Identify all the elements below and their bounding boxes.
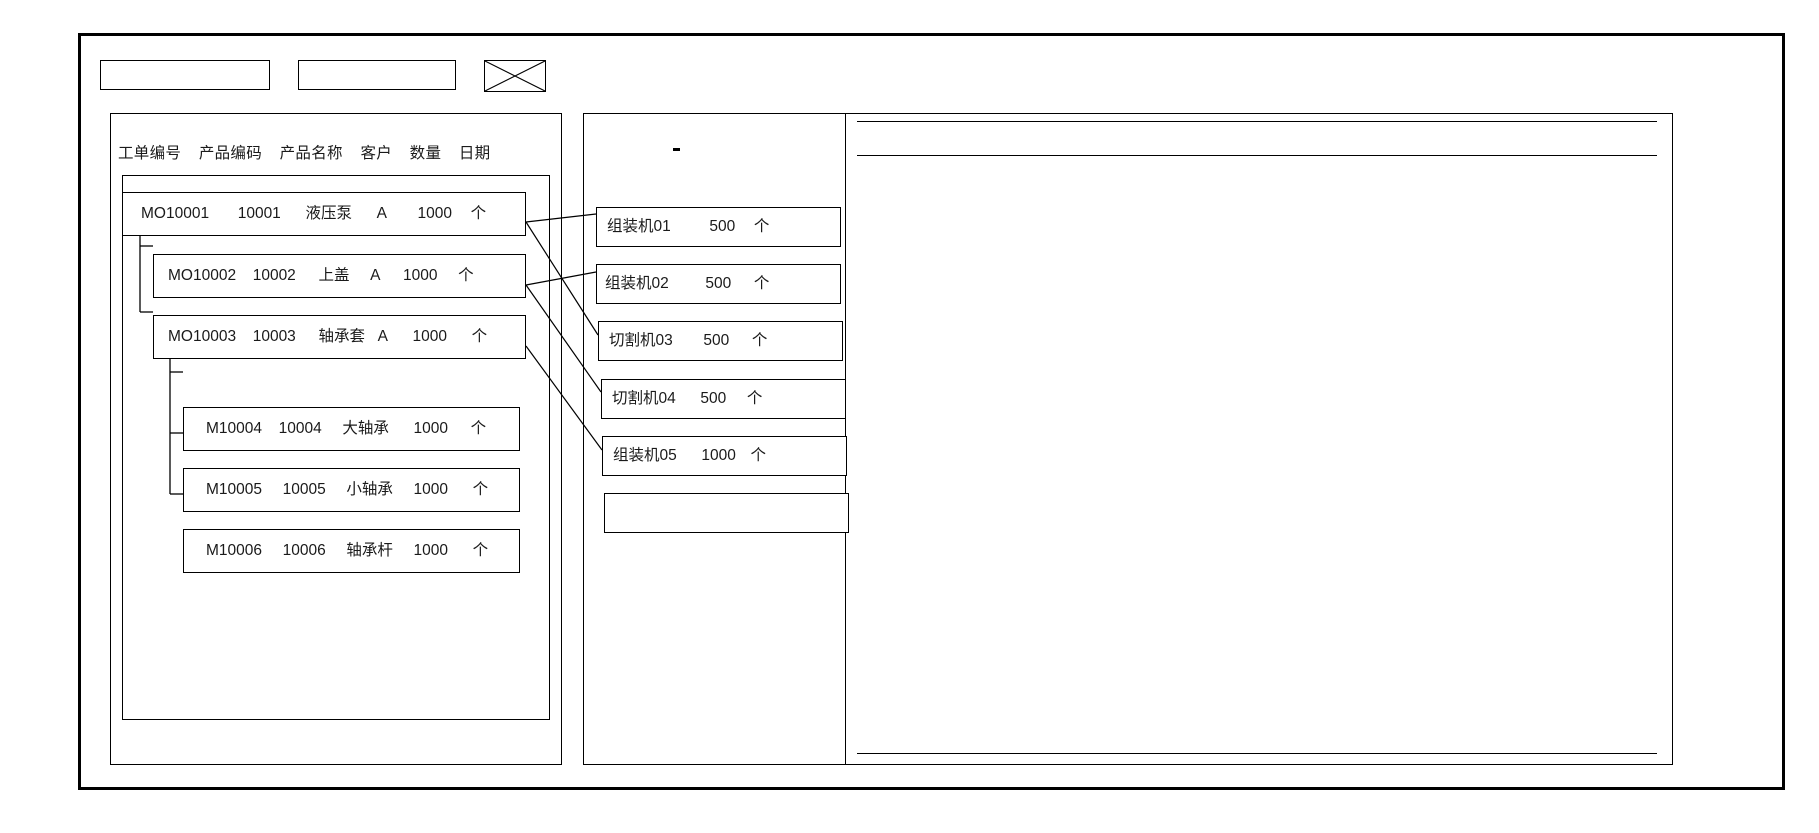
machine-unit: 个	[750, 447, 766, 464]
tree-item-row[interactable]: M10004 10004 大轴承 1000 个	[183, 407, 520, 451]
cell-order-no: MO10003	[168, 328, 237, 345]
cell-product-code: 10004	[278, 420, 322, 437]
cell-customer: A	[377, 328, 388, 345]
cell-product-code: 10001	[237, 205, 281, 222]
cell-order-no: MO10001	[141, 205, 210, 222]
machine-name: 切割机04	[612, 390, 676, 407]
work-order-column-headers: 工单编号 产品编码 产品名称 客户 数量 日期	[118, 141, 548, 163]
cell-unit: 个	[470, 205, 487, 222]
cell-customer: A	[370, 267, 381, 284]
machine-name: 切割机03	[609, 332, 673, 349]
tree-item-row[interactable]: M10005 10005 小轴承 1000 个	[183, 468, 520, 512]
cell-unit: 个	[472, 481, 489, 498]
cell-unit: 个	[470, 420, 487, 437]
machine-unit: 个	[753, 275, 770, 292]
machine-name: 组装机05	[613, 447, 677, 464]
machine-box-empty[interactable]	[604, 493, 849, 533]
cell-product-name: 轴承杆	[346, 542, 393, 559]
cell-order-no: MO10002	[168, 267, 237, 284]
cell-order-no: M10006	[206, 542, 263, 559]
column-header-order-no: 工单编号	[118, 145, 182, 162]
right-panel-bottom-rule	[857, 753, 1657, 754]
cell-unit: 个	[458, 267, 474, 284]
machine-unit: 个	[746, 390, 763, 407]
machine-box[interactable]: 组装机02 500 个	[596, 264, 841, 304]
machine-name: 组装机01	[607, 218, 671, 235]
cell-unit: 个	[472, 542, 489, 559]
machine-qty: 1000	[701, 447, 736, 464]
tree-item-row[interactable]: MO10001 10001 液压泵 A 1000 个	[122, 192, 526, 236]
machine-qty: 500	[705, 275, 732, 292]
cell-qty: 1000	[413, 420, 448, 437]
tree-item-row[interactable]: M10006 10006 轴承杆 1000 个	[183, 529, 520, 573]
machine-box[interactable]: 切割机03 500 个	[598, 321, 843, 361]
machine-box[interactable]: 组装机01 500 个	[596, 207, 841, 247]
cell-product-code: 10002	[252, 267, 296, 284]
column-header-customer: 客户	[360, 145, 393, 162]
machine-name: 组装机02	[605, 275, 669, 292]
column-header-product-code: 产品编码	[198, 145, 263, 162]
column-header-qty: 数量	[409, 145, 442, 162]
machine-qty: 500	[700, 390, 727, 407]
cell-product-name: 上盖	[318, 267, 350, 284]
toolbar-field-1[interactable]	[100, 60, 270, 90]
cell-product-name: 大轴承	[342, 420, 389, 437]
cell-unit: 个	[471, 328, 488, 345]
cell-order-no: M10005	[206, 481, 263, 498]
right-panel-header-rule	[857, 155, 1657, 156]
right-panel-top-rule	[857, 121, 1657, 122]
machine-qty: 500	[703, 332, 730, 349]
machine-unit: 个	[751, 332, 768, 349]
cell-order-no: M10004	[206, 420, 263, 437]
toolbar-field-2[interactable]	[298, 60, 456, 90]
cell-qty: 1000	[417, 205, 453, 222]
column-header-date: 日期	[458, 145, 491, 162]
machine-unit: 个	[753, 218, 770, 235]
cell-product-code: 10005	[282, 481, 326, 498]
cell-qty: 1000	[403, 267, 438, 284]
machine-box[interactable]: 组装机05 1000 个	[602, 436, 847, 476]
cell-product-name: 小轴承	[346, 481, 393, 498]
cell-product-code: 10003	[252, 328, 296, 345]
column-header-product-name: 产品名称	[279, 145, 343, 162]
cell-customer: A	[376, 205, 387, 222]
tree-item-row[interactable]: MO10002 10002 上盖 A 1000 个	[153, 254, 526, 298]
image-placeholder-icon[interactable]	[484, 60, 546, 92]
cell-qty: 1000	[412, 328, 448, 345]
cell-product-name: 轴承套	[318, 328, 365, 345]
machine-qty: 500	[709, 218, 736, 235]
cell-qty: 1000	[413, 481, 448, 498]
cell-qty: 1000	[413, 542, 448, 559]
machine-box[interactable]: 切割机04 500 个	[601, 379, 846, 419]
tree-item-row[interactable]: MO10003 10003 轴承套 A 1000 个	[153, 315, 526, 359]
marker-dot	[673, 148, 680, 151]
cell-product-code: 10006	[282, 542, 326, 559]
cell-product-name: 液压泵	[305, 205, 352, 222]
